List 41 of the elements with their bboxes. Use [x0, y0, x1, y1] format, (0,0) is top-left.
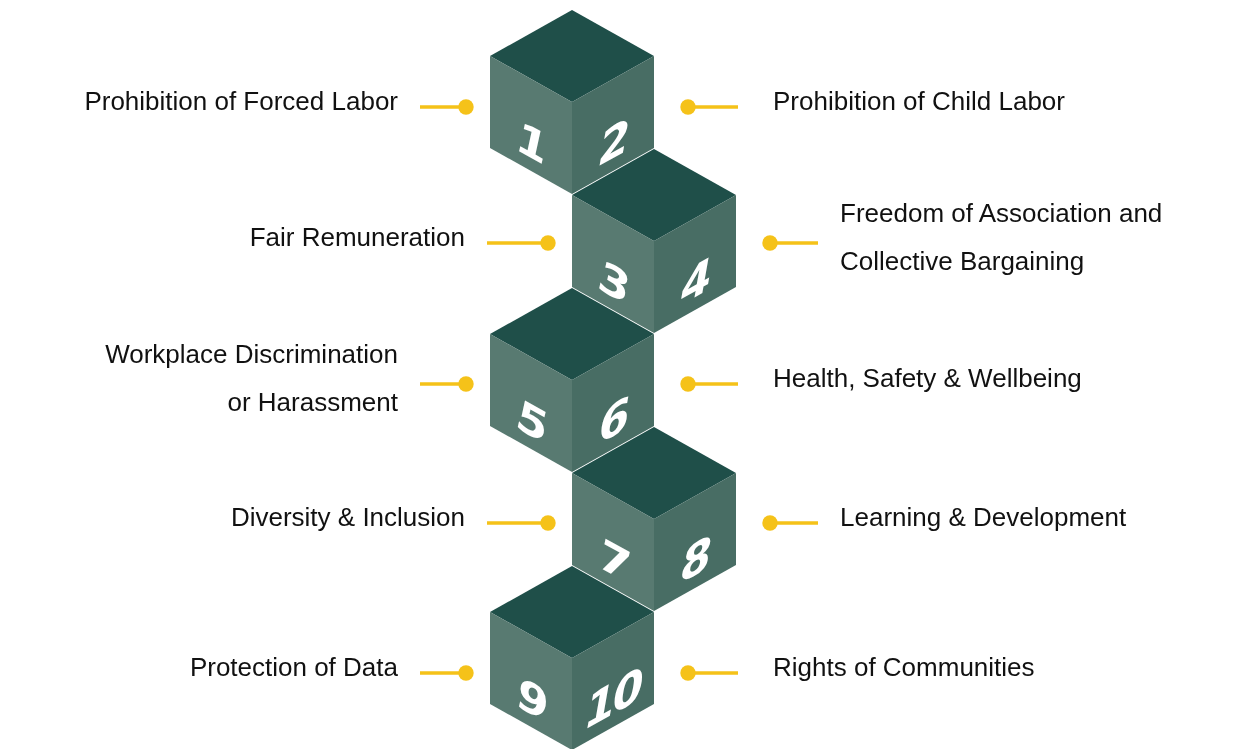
leader-line — [420, 99, 474, 115]
label-text: Prohibition of Child Labor — [773, 77, 1236, 125]
label-text: Health, Safety & Wellbeing — [773, 354, 1236, 402]
label-text: Workplace Discrimination or Harassment — [78, 330, 398, 426]
face-number: 1 — [516, 107, 546, 178]
cube-top — [490, 10, 654, 102]
face-number: 8 — [680, 524, 710, 595]
face-number: 4 — [680, 246, 710, 317]
face-number: 5 — [516, 385, 546, 456]
face-number: 6 — [598, 385, 628, 456]
face-number: 9 — [516, 663, 546, 734]
cube-face — [654, 473, 736, 611]
label-text: Protection of Data — [10, 643, 398, 691]
face-number: 7 — [598, 524, 628, 595]
label-text: Learning & Development — [840, 493, 1236, 541]
leader-line — [420, 665, 474, 681]
leader-line — [487, 515, 556, 531]
label-text: Prohibition of Forced Labor — [10, 77, 398, 125]
cube-face — [572, 56, 654, 194]
cube-face — [572, 473, 654, 611]
leader-line — [680, 376, 738, 392]
leader-line — [762, 515, 818, 531]
leader-line — [680, 99, 738, 115]
cube-face — [490, 56, 572, 194]
label-text: Rights of Communities — [773, 643, 1236, 691]
label-text: Fair Remuneration — [10, 213, 465, 261]
cube-face — [490, 612, 572, 749]
label-text: Freedom of Association and Collective Bargaining — [840, 189, 1236, 285]
cube-face — [572, 334, 654, 472]
face-number: 10 — [584, 656, 642, 741]
face-number: 2 — [598, 107, 628, 178]
leader-line — [420, 376, 474, 392]
cube-face — [572, 195, 654, 333]
label-text: Diversity & Inclusion — [10, 493, 465, 541]
cube-face — [572, 612, 654, 749]
leader-line — [487, 235, 556, 251]
leader-line — [762, 235, 818, 251]
face-number: 3 — [598, 246, 628, 317]
cube-face — [654, 195, 736, 333]
leader-line — [680, 665, 738, 681]
cube-face — [490, 334, 572, 472]
